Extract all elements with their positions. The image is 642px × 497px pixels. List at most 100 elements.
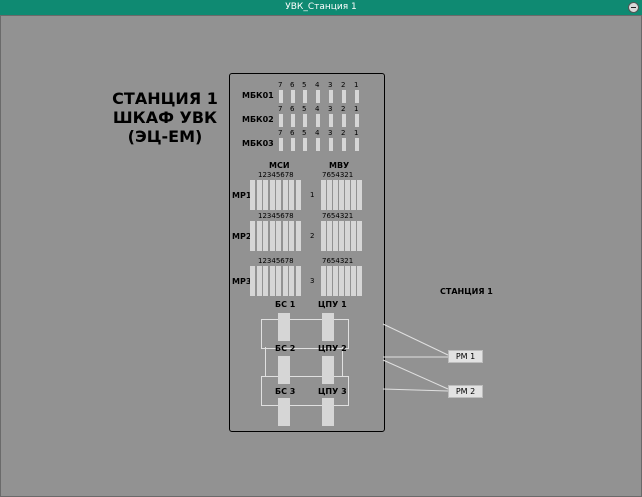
mbk-slot[interactable] [355, 138, 359, 151]
mbk-slot[interactable] [329, 114, 333, 127]
mbk-slot[interactable] [303, 138, 307, 151]
mbk-slot[interactable] [329, 138, 333, 151]
mbk-col-label: 4 [315, 129, 320, 137]
rm1-button[interactable]: РМ 1 [448, 350, 483, 363]
mbk-col-label: 4 [315, 105, 320, 113]
mvu-slot[interactable] [333, 221, 338, 251]
mvu-slot[interactable] [351, 221, 356, 251]
bs-block[interactable] [278, 356, 290, 384]
mbk-slot[interactable] [342, 114, 346, 127]
mbk-slot[interactable] [329, 90, 333, 103]
mvu-slot[interactable] [351, 180, 356, 210]
msi-slot[interactable] [269, 221, 275, 251]
mvu-slot[interactable] [345, 221, 350, 251]
msi-digits: 12345678 [258, 257, 294, 265]
msi-slot[interactable] [263, 180, 268, 210]
mvu-slot[interactable] [333, 266, 338, 296]
mbk-slot[interactable] [279, 138, 283, 151]
msi-slot[interactable] [276, 266, 281, 296]
bs-label: БС 1 [275, 300, 296, 309]
msi-slot[interactable] [263, 221, 268, 251]
mvu-slot[interactable] [351, 266, 356, 296]
mbk-slot[interactable] [279, 114, 283, 127]
bs-block[interactable] [278, 313, 290, 341]
mbk-col-label: 1 [354, 81, 359, 89]
mbk-slot[interactable] [303, 90, 307, 103]
mvu-slot[interactable] [321, 266, 326, 296]
mbk-col-label: 3 [328, 81, 333, 89]
msi-slot[interactable] [289, 221, 294, 251]
bs-block[interactable] [278, 398, 290, 426]
mbk-col-label: 3 [328, 129, 333, 137]
mvu-slot[interactable] [321, 180, 326, 210]
mbk-slot[interactable] [316, 90, 320, 103]
bs-label: БС 3 [275, 387, 296, 396]
mvu-header: МВУ [329, 161, 350, 170]
msi-slot[interactable] [269, 180, 275, 210]
mbk-col-label: 4 [315, 81, 320, 89]
bs-label: БС 2 [275, 344, 296, 353]
mbk-col-label: 2 [341, 105, 346, 113]
mvu-slot[interactable] [357, 180, 362, 210]
msi-slot[interactable] [276, 180, 281, 210]
mbk-slot[interactable] [355, 114, 359, 127]
mvu-slot[interactable] [345, 266, 350, 296]
msi-slot[interactable] [295, 266, 301, 296]
msi-slot[interactable] [263, 266, 268, 296]
mbk-col-label: 5 [302, 105, 307, 113]
msi-slot[interactable] [276, 221, 281, 251]
msi-slot[interactable] [295, 221, 301, 251]
minimize-icon[interactable] [628, 2, 639, 13]
bs-cpu-wiring [261, 319, 349, 349]
cpu-block[interactable] [322, 313, 334, 341]
mp-row-label: МР3 [232, 277, 252, 286]
mvu-slot[interactable] [339, 221, 344, 251]
mbk-slot[interactable] [291, 138, 295, 151]
msi-slot[interactable] [250, 180, 255, 210]
msi-slot[interactable] [250, 221, 255, 251]
mbk-row-label: МБК02 [242, 115, 274, 124]
mvu-slot[interactable] [345, 180, 350, 210]
mvu-slot[interactable] [339, 180, 344, 210]
msi-slot[interactable] [289, 266, 294, 296]
mbk-slot[interactable] [316, 138, 320, 151]
mbk-row-label: МБК03 [242, 139, 274, 148]
msi-header: МСИ [269, 161, 290, 170]
msi-slot[interactable] [250, 266, 255, 296]
mvu-slot[interactable] [327, 266, 332, 296]
mbk-slot[interactable] [279, 90, 283, 103]
mvu-digits: 7654321 [322, 212, 354, 220]
mvu-slot[interactable] [357, 266, 362, 296]
msi-slot[interactable] [282, 221, 288, 251]
mbk-slot[interactable] [316, 114, 320, 127]
msi-slot[interactable] [295, 180, 301, 210]
msi-digits: 12345678 [258, 171, 294, 179]
mvu-slot[interactable] [357, 221, 362, 251]
mvu-digits: 7654321 [322, 257, 354, 265]
rm2-button[interactable]: РМ 2 [448, 385, 483, 398]
msi-slot[interactable] [256, 266, 262, 296]
mvu-slot[interactable] [327, 221, 332, 251]
mbk-slot[interactable] [291, 90, 295, 103]
mbk-slot[interactable] [342, 90, 346, 103]
mvu-digits: 7654321 [322, 171, 354, 179]
mbk-col-label: 6 [290, 129, 295, 137]
mvu-slot[interactable] [339, 266, 344, 296]
msi-slot[interactable] [282, 266, 288, 296]
mvu-slot[interactable] [327, 180, 332, 210]
msi-slot[interactable] [282, 180, 288, 210]
mvu-slot[interactable] [333, 180, 338, 210]
msi-digits: 12345678 [258, 212, 294, 220]
mbk-slot[interactable] [291, 114, 295, 127]
msi-slot[interactable] [289, 180, 294, 210]
msi-slot[interactable] [256, 180, 262, 210]
mbk-slot[interactable] [342, 138, 346, 151]
mbk-slot[interactable] [355, 90, 359, 103]
msi-slot[interactable] [269, 266, 275, 296]
mbk-slot[interactable] [303, 114, 307, 127]
cpu-block[interactable] [322, 356, 334, 384]
cpu-block[interactable] [322, 398, 334, 426]
mbk-col-label: 7 [278, 129, 283, 137]
mvu-slot[interactable] [321, 221, 326, 251]
msi-slot[interactable] [256, 221, 262, 251]
